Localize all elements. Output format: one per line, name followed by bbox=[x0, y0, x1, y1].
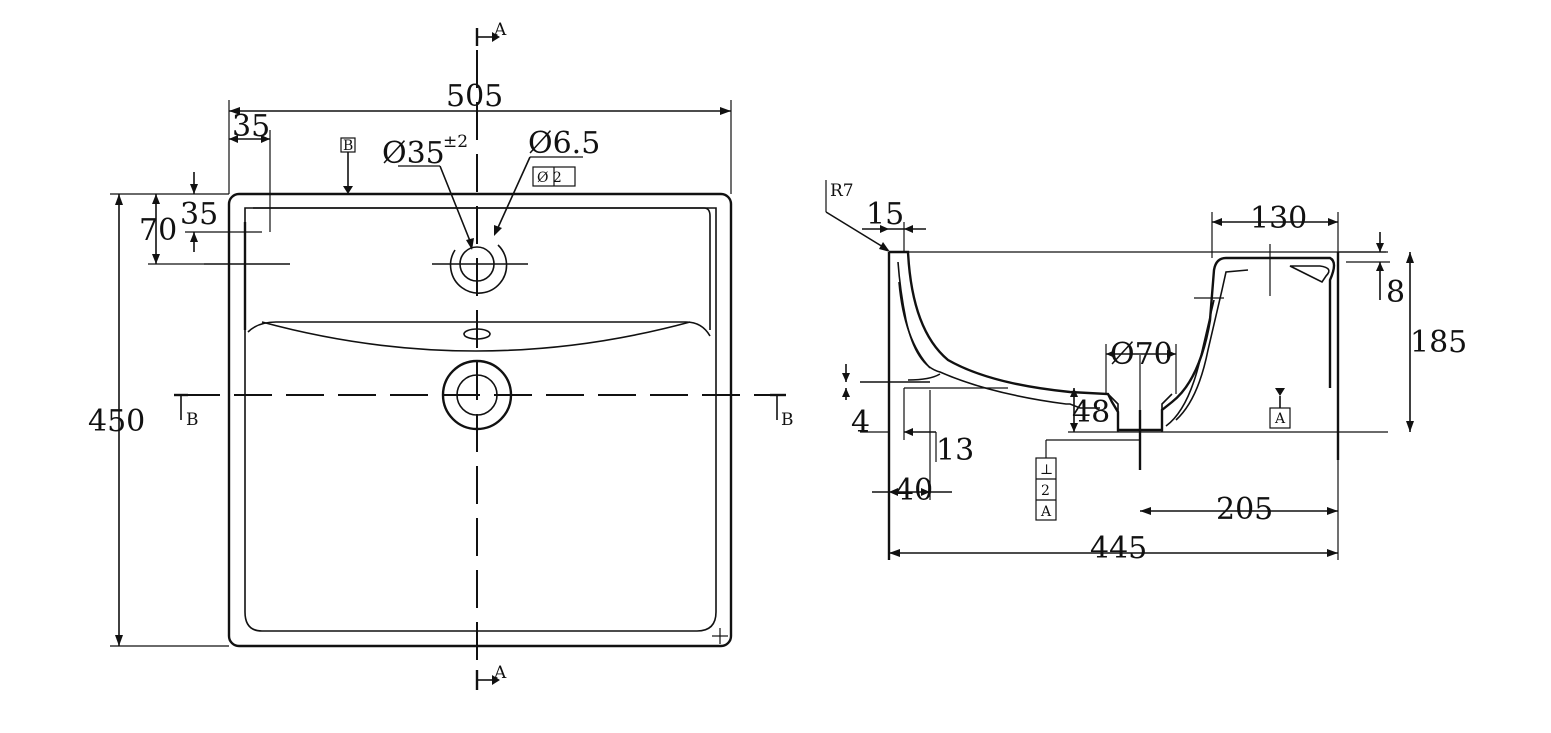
dim-radius: R7 bbox=[825, 180, 890, 252]
basin-back-ledge bbox=[253, 207, 711, 330]
flatness-tag: Ø 2 bbox=[537, 170, 562, 186]
section-marker-a-top: A bbox=[475, 20, 507, 46]
dim-wall: 13 bbox=[903, 388, 974, 468]
datum-tag-a: A bbox=[1269, 388, 1291, 429]
dim-left-offset-value: 35 bbox=[232, 109, 270, 144]
basin-bowl-curve bbox=[261, 321, 691, 352]
basin-bowl-edge bbox=[247, 321, 711, 337]
section-a-label: A bbox=[493, 20, 507, 40]
dim-drain-value: Ø70 bbox=[1110, 337, 1173, 372]
dim-tap-hole: Ø35 ±2 bbox=[382, 132, 474, 250]
dim-small-hole-value: Ø6.5 bbox=[528, 126, 600, 161]
section-profile-outer bbox=[889, 250, 1336, 432]
datum-tag-label: B bbox=[343, 138, 353, 154]
tolerance-tag-2: 2 bbox=[1041, 483, 1050, 499]
dim-left-offset: 35 bbox=[229, 109, 271, 232]
dim-deck-value: 130 bbox=[1250, 201, 1307, 236]
section-left-wall bbox=[898, 281, 941, 381]
dim-rim-value: 15 bbox=[866, 197, 904, 232]
dim-top-offset: 35 bbox=[180, 172, 262, 252]
section-back-wall bbox=[1165, 269, 1249, 427]
dim-height: 450 bbox=[88, 193, 229, 647]
drain-section bbox=[1107, 393, 1173, 432]
dim-base-step-value: 4 bbox=[851, 405, 870, 440]
dim-drain-height-value: 48 bbox=[1072, 395, 1110, 430]
tolerance-tag-1: ⊥ bbox=[1040, 462, 1053, 478]
tolerance-frame: ⊥ 2 A bbox=[1035, 439, 1140, 521]
dim-foot-value: 40 bbox=[895, 473, 933, 508]
section-deck-cavity bbox=[1289, 265, 1330, 284]
dim-small-hole: Ø6.5 Ø 2 bbox=[494, 126, 600, 236]
tolerance-tag-3: A bbox=[1040, 504, 1052, 520]
section-profile-inner bbox=[897, 261, 1100, 409]
dim-rim: 15 bbox=[862, 197, 926, 252]
basin-outline bbox=[227, 192, 733, 648]
dim-drain: Ø70 bbox=[1105, 337, 1177, 394]
side-view: R7 15 130 8 bbox=[825, 180, 1467, 566]
dim-width-value: 505 bbox=[446, 79, 503, 114]
dim-height-value: 450 bbox=[88, 404, 145, 439]
datum-tag-b: B bbox=[340, 137, 356, 194]
dim-width: 505 bbox=[228, 79, 732, 194]
section-a-label: A bbox=[493, 663, 507, 683]
dim-radius-value: R7 bbox=[830, 181, 854, 201]
dim-drain-height: 48 bbox=[1070, 388, 1110, 432]
dim-deck-drop: 8 bbox=[1346, 232, 1405, 310]
basin-inner-rim bbox=[244, 207, 717, 632]
dim-waste-to-back: 205 bbox=[1140, 460, 1339, 560]
dim-depth: 445 bbox=[889, 531, 1338, 566]
dim-deck-drop-value: 8 bbox=[1386, 275, 1405, 310]
section-marker-b-right: B bbox=[770, 393, 794, 430]
section-marker-b-left: B bbox=[174, 393, 199, 430]
dim-wall-value: 13 bbox=[936, 433, 974, 468]
dim-total-height: 185 bbox=[1406, 252, 1467, 432]
dim-total-height-value: 185 bbox=[1410, 325, 1467, 360]
dim-top-offset-value: 35 bbox=[180, 197, 218, 232]
dim-tap-offset: 70 bbox=[139, 194, 204, 265]
datum-tag-a-label: A bbox=[1274, 411, 1286, 427]
dim-depth-value: 445 bbox=[1090, 531, 1147, 566]
top-view: A A B B B bbox=[88, 20, 794, 690]
dim-waste-to-back-value: 205 bbox=[1216, 492, 1273, 527]
dim-tap-offset-value: 70 bbox=[139, 213, 177, 248]
section-marker-a-bottom: A bbox=[475, 663, 507, 690]
tap-hole-arc bbox=[449, 244, 508, 294]
dim-foot: 40 bbox=[872, 390, 952, 508]
section-b-label: B bbox=[781, 410, 794, 430]
dim-tap-hole-value: Ø35 bbox=[382, 136, 445, 171]
dim-deck: 130 bbox=[1211, 201, 1339, 258]
section-b-label: B bbox=[186, 410, 199, 430]
dim-base-step: 4 bbox=[842, 364, 889, 440]
dim-tap-hole-tolerance: ±2 bbox=[443, 132, 468, 152]
